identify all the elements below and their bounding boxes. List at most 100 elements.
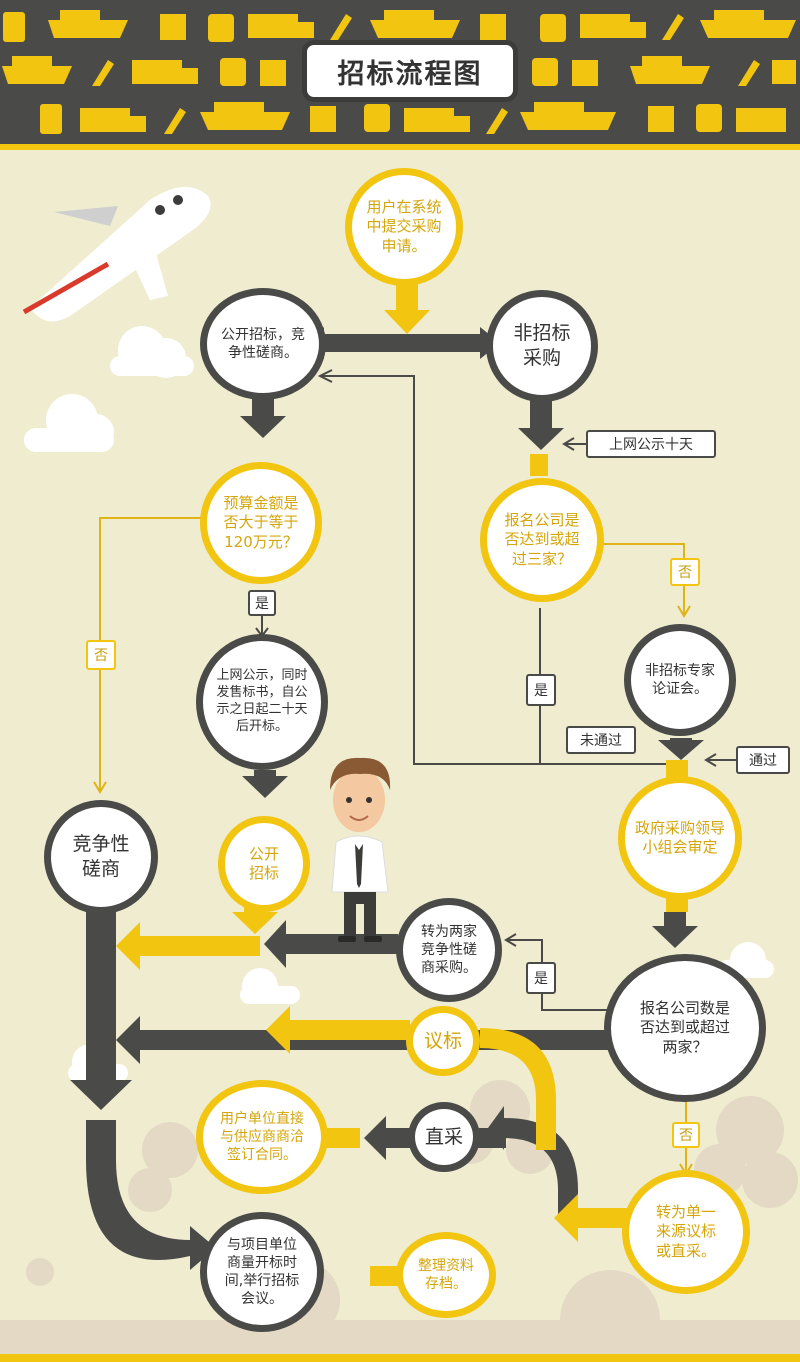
tag-ten-day-notice: 上网公示十天 [586, 430, 716, 458]
footer-stripe [0, 1354, 800, 1362]
truck-icon [736, 108, 786, 132]
tag-yes-two: 是 [526, 962, 556, 994]
tag-passed: 通过 [736, 746, 790, 774]
airplane-icon [22, 186, 211, 322]
truck-icon [580, 14, 630, 38]
connector-dark [364, 1116, 414, 1160]
boxes-icon [480, 14, 506, 40]
connector-yellow [554, 1194, 628, 1242]
ship-icon [700, 20, 796, 38]
arrowhead-thin [93, 781, 107, 794]
cargo-pattern [2, 10, 796, 134]
connector-yellow [530, 454, 548, 476]
tag-no-budget: 否 [86, 640, 116, 670]
node-submit-request: 用户在系统 中提交采购 申请。 [345, 168, 463, 286]
jar-icon [208, 14, 234, 42]
banner-stripe [0, 144, 800, 150]
node-registrations-three: 报名公司是 否达到或超 过三家？ [480, 478, 604, 602]
connector-yellow [266, 1006, 410, 1054]
page-title: 招标流程图 [337, 58, 483, 90]
tag-yes-budget: 是 [248, 590, 276, 616]
node-budget-check: 预算金额是 否大于等于 120万元？ [200, 462, 322, 584]
boxes-icon [160, 14, 186, 40]
connector-yellow [116, 922, 260, 970]
tag-no-registrations: 否 [670, 558, 700, 586]
tag-yes-registrations: 是 [526, 674, 556, 706]
connector-dark [518, 400, 564, 450]
tag-no-two: 否 [672, 1122, 700, 1148]
truck-icon [772, 60, 796, 84]
crane-icon [92, 60, 114, 86]
arrowhead-thin [677, 605, 691, 618]
title-box: 招标流程图 [302, 40, 518, 102]
truck-icon [132, 60, 182, 84]
crane-icon [486, 108, 508, 134]
connector-yellow [480, 1028, 556, 1150]
node-public-bidding: 公开招标，竞 争性磋商。 [200, 288, 326, 400]
jar-icon [696, 104, 722, 132]
boxes-icon [260, 60, 286, 86]
connector-dark [70, 912, 132, 1110]
connector-line [506, 939, 610, 1011]
connector-dark [86, 1120, 216, 1270]
connector-line-yellow [99, 517, 206, 790]
boxes-icon [310, 106, 336, 132]
ship-icon [520, 112, 616, 130]
businessman-illustration [330, 757, 391, 942]
node-archive: 整理资料 存档。 [396, 1232, 496, 1318]
connector-yellow [320, 1128, 360, 1148]
ship-icon [2, 66, 72, 84]
arrowhead-thin [317, 369, 333, 383]
node-expert-review: 非招标专家 论证会。 [624, 624, 736, 736]
node-direct-purchase: 直采 [408, 1102, 480, 1172]
connector-yellow [232, 892, 278, 934]
connector-dark [658, 738, 704, 760]
truck-icon [80, 108, 130, 132]
connector-dark [264, 920, 398, 968]
ship-icon [370, 20, 460, 38]
node-competitive-negotiation: 竞争性 磋商 [44, 800, 158, 914]
node-negotiated-bid: 议标 [406, 1006, 480, 1076]
arrowhead-thin [504, 933, 517, 947]
arrowhead-thin [562, 437, 575, 451]
node-registrations-two: 报名公司数是 否达到或超过 两家？ [604, 954, 766, 1102]
header-banner [0, 0, 800, 148]
container-icon [3, 12, 25, 42]
connector-dark [240, 396, 286, 438]
jar-icon [220, 58, 246, 86]
node-single-source: 转为单一 来源议标 或直采。 [622, 1170, 750, 1294]
node-government-review: 政府采购领导 小组会审定 [618, 776, 742, 900]
arrowhead-thin [704, 753, 717, 767]
crane-icon [738, 60, 760, 86]
jar-icon [40, 104, 62, 134]
connector-dark [652, 912, 698, 948]
jar-icon [540, 14, 566, 42]
crane-icon [330, 14, 352, 40]
connector-yellow [666, 760, 688, 778]
ship-icon [630, 66, 710, 84]
node-bid-meeting: 与项目单位 商量开标时 间,举行招标 会议。 [200, 1212, 324, 1332]
connector-dark [318, 334, 486, 352]
truck-icon [404, 108, 454, 132]
ship-icon [200, 112, 290, 130]
ship-icon [48, 20, 128, 38]
tree-decoration [0, 1080, 800, 1362]
jar-icon [364, 104, 390, 132]
connector-line-yellow [602, 543, 685, 614]
connector-yellow [370, 1266, 400, 1286]
crane-icon [662, 14, 684, 40]
boxes-icon [572, 60, 598, 86]
node-announce-online: 上网公示，同时 发售标书，自公 示之日起二十天 后开标。 [196, 634, 328, 770]
node-direct-contract: 用户单位直接 与供应商商洽 签订合同。 [196, 1080, 328, 1194]
boxes-icon [648, 106, 674, 132]
connector-yellow [384, 280, 430, 334]
node-open-bidding: 公开 招标 [218, 816, 310, 912]
jar-icon [532, 58, 558, 86]
tag-not-passed: 未通过 [566, 726, 636, 754]
crane-icon [164, 108, 186, 134]
node-two-companies: 转为两家 竞争性磋 商采购。 [396, 898, 502, 1002]
node-non-bid-procurement: 非招标 采购 [486, 290, 598, 402]
truck-icon [248, 14, 298, 38]
